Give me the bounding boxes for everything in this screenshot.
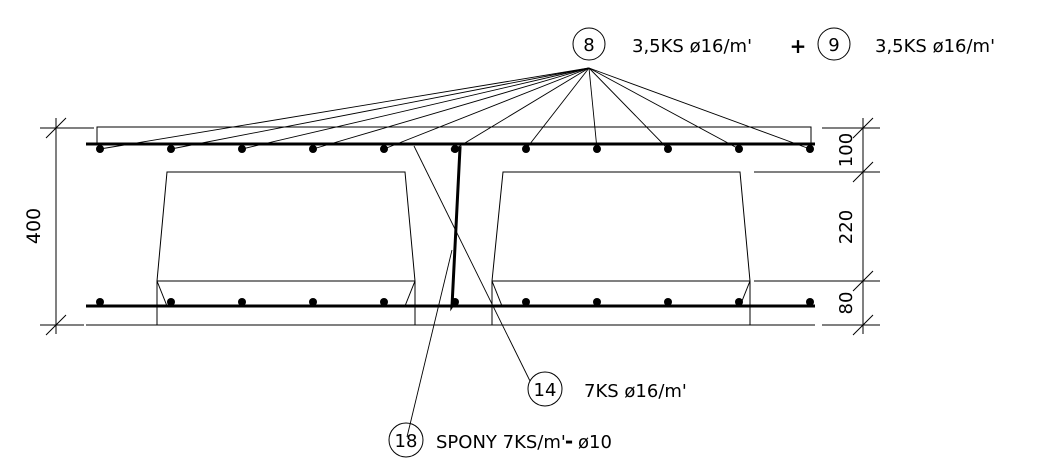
callout-18-text: SPONY 7KS/m' xyxy=(436,432,566,453)
bottom-rebar xyxy=(806,298,814,306)
bottom-rebar xyxy=(593,298,601,306)
callout-9-number: 9 xyxy=(828,35,839,56)
callout-18-tail: ø10 xyxy=(578,432,612,453)
bottom-rebar xyxy=(380,298,388,306)
bottom-rebar xyxy=(309,298,317,306)
leader-18 xyxy=(406,249,453,438)
dimension-total xyxy=(40,117,94,336)
callout-18-separator: - xyxy=(565,429,573,453)
dim-middle-label: 220 xyxy=(836,210,857,244)
bottom-rebar xyxy=(96,298,104,306)
leader-14 xyxy=(413,145,531,382)
dim-bottom-label: 80 xyxy=(836,292,857,315)
callout-9-text: 3,5KS ø16/m' xyxy=(875,36,995,57)
bottom-rebar xyxy=(735,298,743,306)
bottom-rebar xyxy=(451,298,459,306)
top-slab xyxy=(86,126,815,146)
bottom-rebars xyxy=(96,298,814,306)
leader-fan-top xyxy=(99,67,811,150)
callout-8: 8 3,5KS ø16/m' xyxy=(572,27,752,61)
callout-18-number: 18 xyxy=(395,431,418,452)
dim-top-label: 100 xyxy=(836,133,857,167)
callout-8-text: 3,5KS ø16/m' xyxy=(632,36,752,57)
bottom-rebar xyxy=(167,298,175,306)
dim-total-label: 400 xyxy=(23,208,45,244)
bottom-rebar xyxy=(238,298,246,306)
callout-14: 14 7KS ø16/m' xyxy=(527,371,687,407)
callout-14-number: 14 xyxy=(534,380,557,401)
dimension-right xyxy=(754,117,880,336)
callout-14-text: 7KS ø16/m' xyxy=(584,381,687,402)
callout-18: 18 SPONY 7KS/m' - ø10 xyxy=(388,422,612,458)
top-rebars xyxy=(96,145,814,153)
plus-sign: + xyxy=(790,34,807,58)
callout-8-number: 8 xyxy=(583,35,594,56)
void-former-right xyxy=(491,171,751,325)
leaders-lower xyxy=(406,145,531,438)
stirrup xyxy=(450,146,462,312)
bottom-rebar xyxy=(522,298,530,306)
bottom-rebar xyxy=(664,298,672,306)
void-former-left xyxy=(156,171,416,325)
callout-9: 9 3,5KS ø16/m' xyxy=(817,27,995,61)
